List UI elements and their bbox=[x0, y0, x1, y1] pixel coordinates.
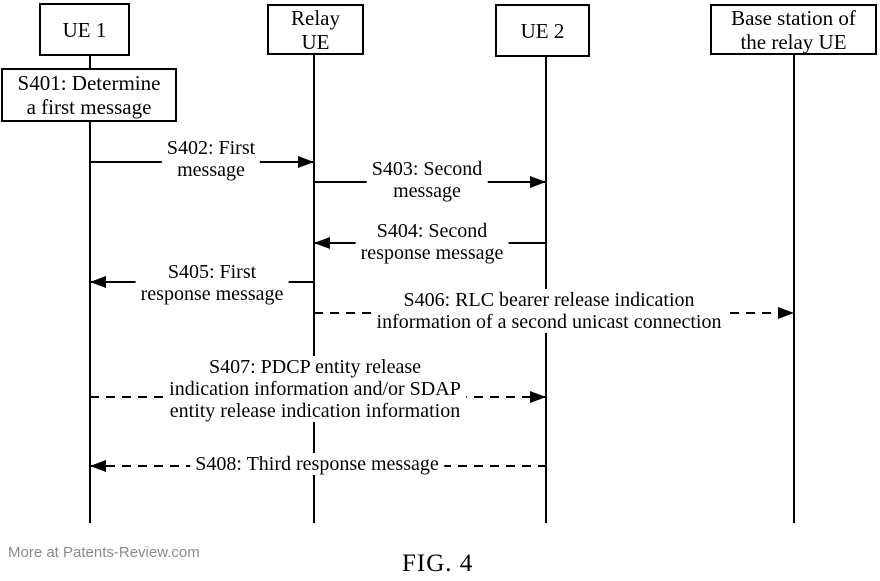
note-label: a first message bbox=[26, 95, 152, 119]
message-label-s405: S405: First response message bbox=[135, 261, 289, 305]
actor-label: the relay UE bbox=[740, 29, 847, 54]
arrowhead-left-s404 bbox=[314, 237, 330, 249]
arrowhead-right-s403 bbox=[530, 176, 546, 188]
actor-label: UE 2 bbox=[520, 18, 565, 43]
actor-label: UE bbox=[301, 29, 330, 54]
figure-caption: FIG. 4 bbox=[402, 550, 474, 577]
actor-label: Base station of bbox=[731, 5, 856, 30]
message-label-s407: S407: PDCP entity release indication inf… bbox=[164, 356, 466, 422]
arrowhead-right-s406 bbox=[778, 307, 794, 319]
actor-box-base-station: Base station of the relay UE bbox=[710, 4, 877, 55]
message-label-s408: S408: Third response message bbox=[190, 453, 444, 475]
arrowhead-left-s405 bbox=[90, 276, 106, 288]
note-label: S401: Determine bbox=[17, 71, 161, 95]
lifeline-base-station bbox=[793, 54, 795, 523]
lifeline-ue1 bbox=[89, 55, 91, 523]
actor-box-ue1: UE 1 bbox=[39, 3, 130, 56]
actor-box-ue2: UE 2 bbox=[495, 4, 590, 57]
arrowhead-right-s402 bbox=[298, 156, 314, 168]
arrowhead-right-s407 bbox=[530, 391, 546, 403]
note-box-s401: S401: Determine a first message bbox=[1, 68, 177, 122]
message-label-s402: S402: First message bbox=[161, 137, 261, 181]
arrowhead-left-s408 bbox=[90, 460, 106, 472]
watermark-text: More at Patents-Review.com bbox=[8, 544, 200, 561]
message-label-s406: S406: RLC bearer release indication info… bbox=[371, 289, 727, 333]
actor-label: UE 1 bbox=[62, 17, 107, 42]
lifeline-relay-ue bbox=[313, 54, 315, 523]
actor-box-relay-ue: Relay UE bbox=[267, 4, 364, 55]
actor-label: Relay bbox=[291, 5, 340, 30]
message-label-s404: S404: Second response message bbox=[355, 220, 509, 264]
message-label-s403: S403: Second message bbox=[366, 158, 488, 202]
